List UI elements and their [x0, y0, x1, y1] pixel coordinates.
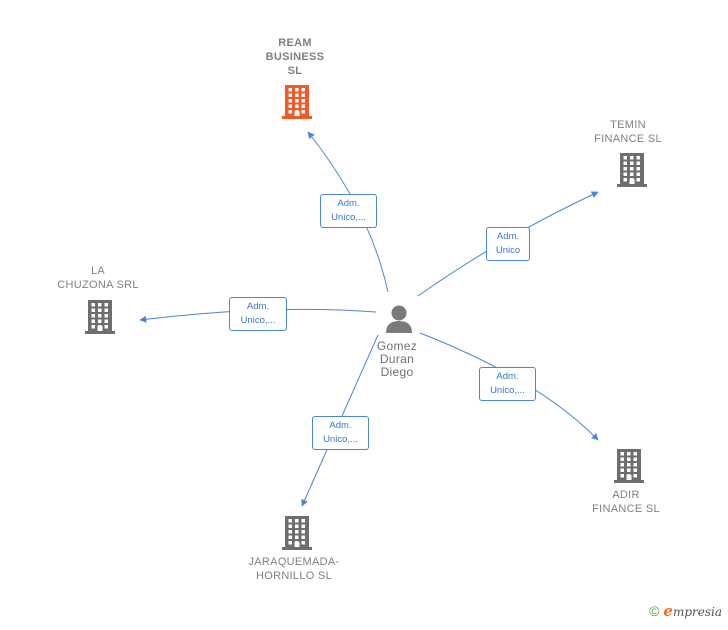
company-label-chuzona[interactable]: LA CHUZONA SRL: [57, 265, 139, 291]
edge-label-chuzona: Adm. Unico,...: [229, 297, 287, 331]
building-icon: [85, 300, 115, 334]
edge-label-adir: Adm. Unico,...: [479, 367, 536, 401]
edge-label-jaraquemada: Adm. Unico,...: [312, 416, 369, 450]
empresia-logo: empresia: [663, 602, 722, 620]
company-label-temin[interactable]: TEMIN FINANCE SL: [594, 119, 662, 145]
edge-jaraquemada: [301, 334, 379, 507]
building-icon: [617, 153, 647, 187]
building-icon: [282, 85, 312, 119]
person-label[interactable]: Gomez Duran Diego: [376, 339, 418, 379]
building-icon: [282, 516, 312, 550]
person-icon: [386, 305, 412, 333]
company-label-ream[interactable]: REAM BUSINESS SL: [265, 37, 325, 77]
company-label-adir[interactable]: ADIR FINANCE SL: [592, 489, 660, 515]
company-label-jaraquemada[interactable]: JARAQUEMADA- HORNILLO SL: [248, 556, 340, 582]
copyright-icon: ©: [649, 603, 660, 619]
footer-brand[interactable]: © empresia: [649, 602, 722, 620]
edge-label-ream: Adm. Unico,...: [320, 194, 377, 228]
edge-label-temin: Adm. Unico: [486, 227, 530, 261]
building-icon: [614, 449, 644, 483]
